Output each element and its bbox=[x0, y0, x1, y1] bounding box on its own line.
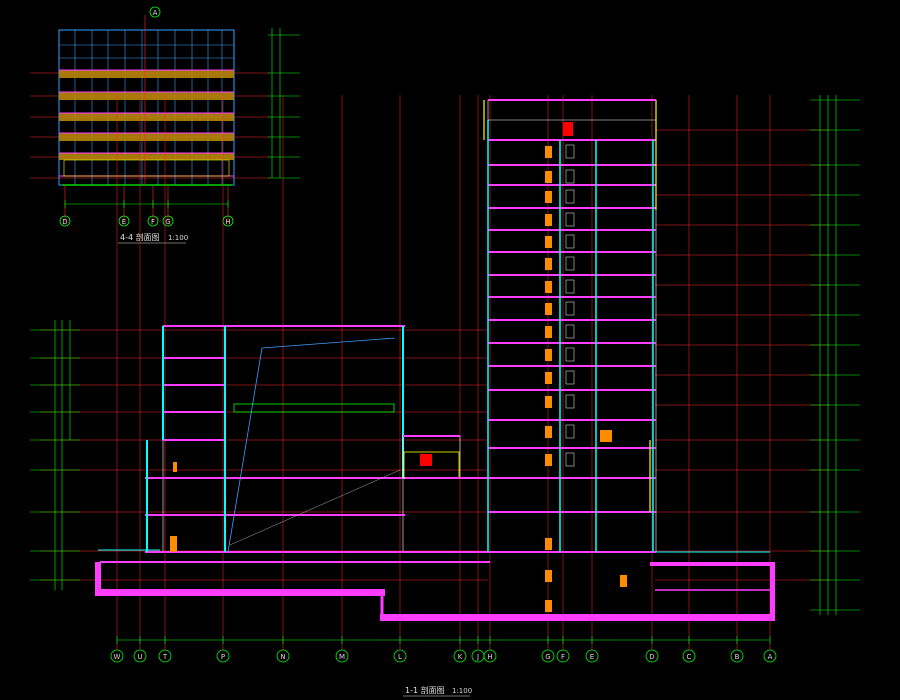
main-axis-bubble: U bbox=[133, 649, 147, 663]
section-4-4-axis-label: G bbox=[165, 218, 170, 226]
main-axis-bubble: J bbox=[471, 649, 485, 663]
main-axis-label: F bbox=[561, 653, 565, 661]
main-axis-label: D bbox=[649, 653, 654, 661]
main-axis-label: G bbox=[545, 653, 550, 661]
main-axis-label: K bbox=[458, 653, 463, 661]
main-axis-label: W bbox=[114, 653, 121, 661]
section-4-4-axis-label: E bbox=[122, 218, 126, 226]
main-axis-bubble: F bbox=[556, 649, 570, 663]
main-level-lines bbox=[40, 129, 830, 581]
section-4-4-scale: 1:100 bbox=[168, 234, 188, 242]
main-axis-bubble: K bbox=[453, 649, 467, 663]
main-axis-bubble: A bbox=[763, 649, 777, 663]
section-4-4-axis-bubbles: D E F G H bbox=[59, 215, 234, 227]
section-4-4-axis-label: F bbox=[151, 218, 155, 226]
main-axis-bubble: C bbox=[682, 649, 696, 663]
main-axis-grid-lines bbox=[116, 95, 771, 650]
main-axis-bubble: D bbox=[645, 649, 659, 663]
main-link-block bbox=[402, 435, 488, 479]
main-axis-label: M bbox=[339, 653, 345, 661]
section-4-4-dimensions bbox=[64, 200, 229, 208]
main-left-level-marks bbox=[30, 320, 80, 590]
section-4-4-top-axis-bubble: A bbox=[149, 6, 161, 18]
section-1-1-title-text: 1-1 剖面图 bbox=[405, 685, 445, 695]
section-4-4-axis-label: H bbox=[225, 218, 230, 226]
main-axis-bubble: M bbox=[335, 649, 349, 663]
main-axis-bubble: P bbox=[216, 649, 230, 663]
main-axis-bubble: L bbox=[393, 649, 407, 663]
main-axis-bubble: H bbox=[483, 649, 497, 663]
main-axis-bubble: T bbox=[158, 649, 172, 663]
section-1-1-scale: 1:100 bbox=[452, 687, 472, 695]
section-4-4-level-marks bbox=[268, 28, 300, 179]
main-axis-label: C bbox=[687, 653, 692, 661]
main-axis-bubble: N bbox=[276, 649, 290, 663]
main-axis-label: L bbox=[398, 653, 402, 661]
main-axis-label: B bbox=[735, 653, 740, 661]
main-axis-label: N bbox=[280, 653, 285, 661]
main-tower bbox=[483, 99, 657, 612]
section-4-4-top-axis-label: A bbox=[153, 9, 158, 17]
main-axis-label: P bbox=[221, 653, 225, 661]
main-axis-bubble: E bbox=[585, 649, 599, 663]
main-podium bbox=[145, 325, 490, 553]
main-axis-label: U bbox=[137, 653, 142, 661]
section-4-4-axis-bubble: G bbox=[162, 215, 174, 227]
main-axis-bubble: W bbox=[110, 649, 124, 663]
main-axis-bubble: B bbox=[730, 649, 744, 663]
section-4-4-axis-bubble: D bbox=[59, 215, 71, 227]
main-axis-label: A bbox=[768, 653, 773, 661]
section-4-4-axis-bubble: H bbox=[222, 215, 234, 227]
section-4-4-axis-label: D bbox=[62, 218, 67, 226]
section-4-4-axis-bubble: E bbox=[118, 215, 130, 227]
main-axis-label: T bbox=[162, 653, 168, 661]
main-basement bbox=[95, 549, 775, 621]
section-1-1-title: 1-1 剖面图 1:100 bbox=[403, 685, 472, 697]
section-4-4-facade bbox=[58, 15, 235, 186]
main-right-level-marks bbox=[810, 95, 860, 615]
section-4-4-title: 4-4 剖面图 1:100 bbox=[118, 232, 188, 244]
section-4-4-axis-bubble: F bbox=[147, 215, 159, 227]
main-axis-bubble: G bbox=[541, 649, 555, 663]
main-axis-label: E bbox=[590, 653, 594, 661]
main-axis-label: J bbox=[476, 653, 479, 661]
main-axis-label: H bbox=[487, 653, 492, 661]
